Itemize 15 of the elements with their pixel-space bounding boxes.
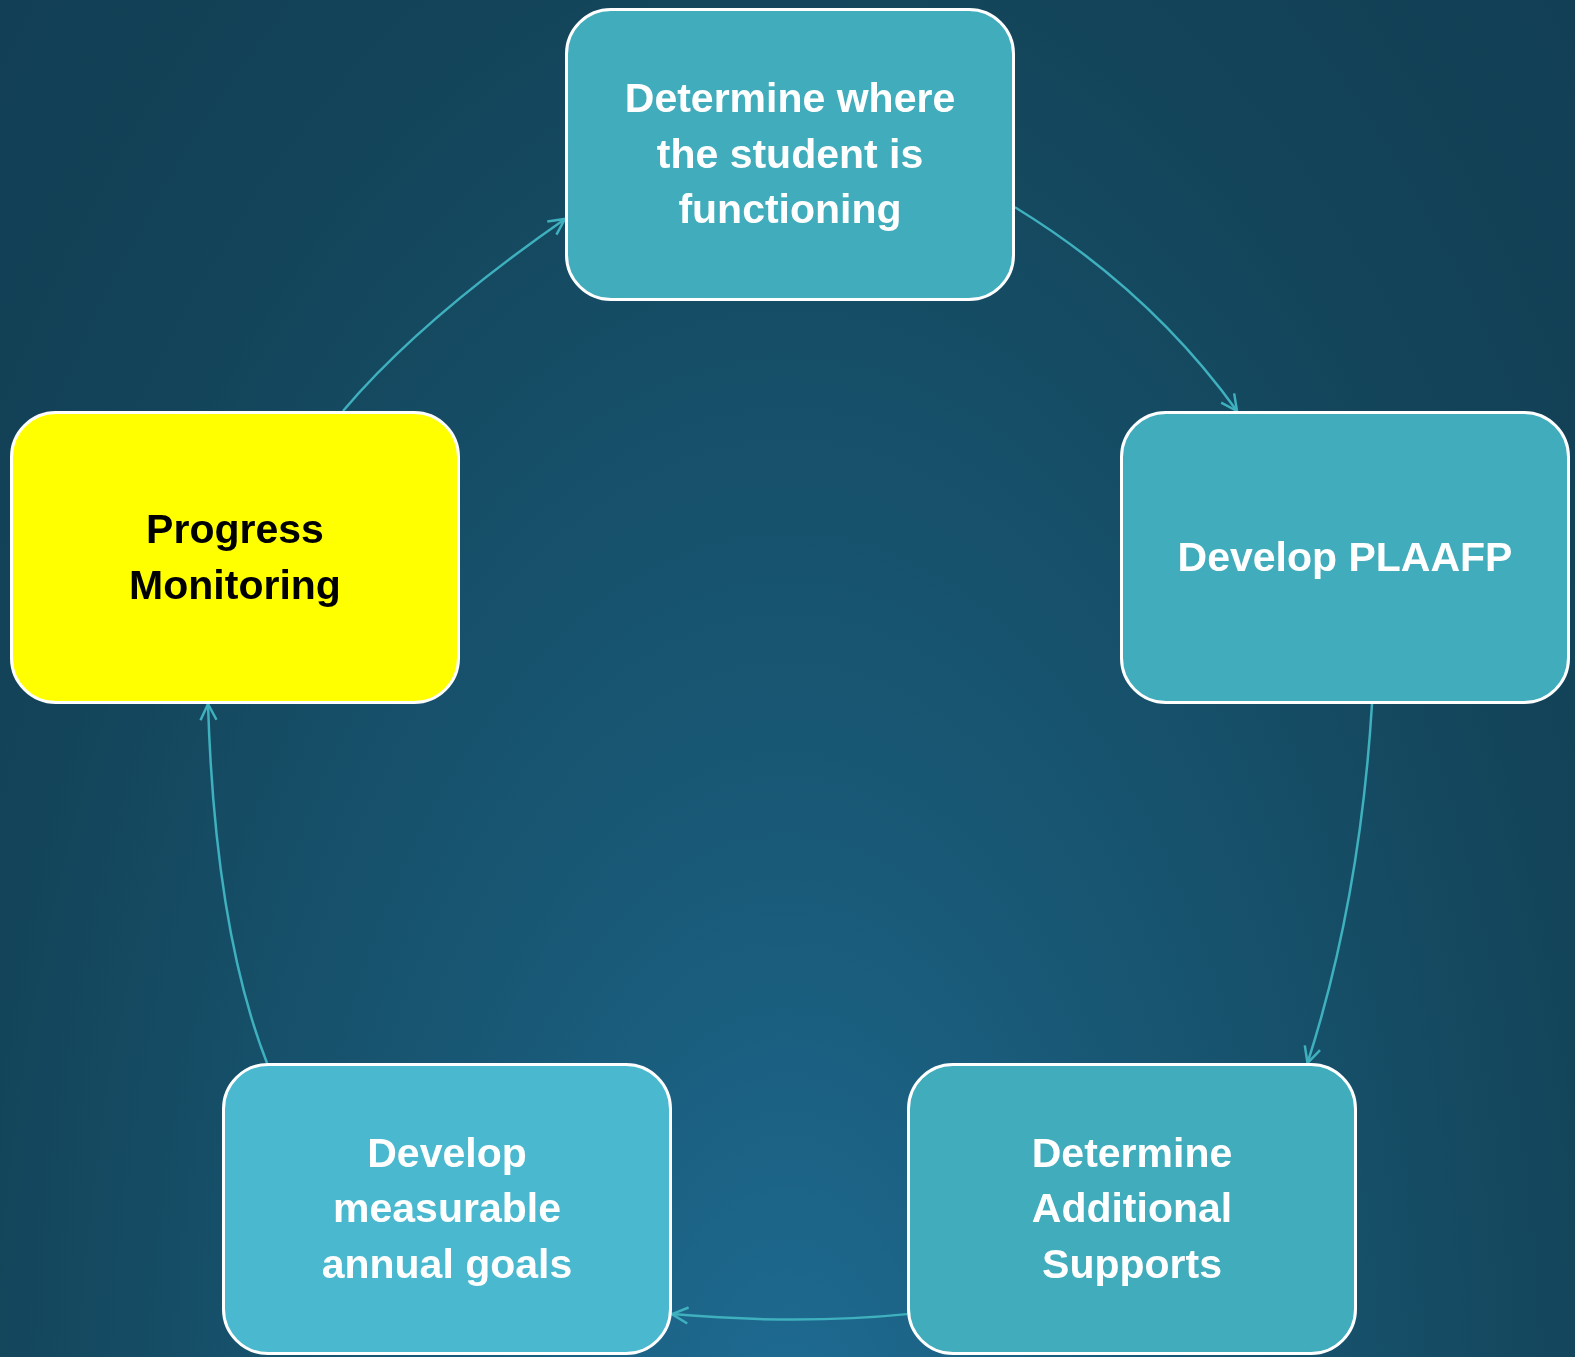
process-box — [907, 1063, 1357, 1355]
curved-arrow — [1014, 206, 1239, 413]
step-label: Determine where the student is functioning — [623, 74, 957, 235]
process-box — [10, 411, 460, 704]
step-label: Determine Additional Supports — [1030, 1129, 1234, 1289]
curved-arrow — [1303, 703, 1374, 1065]
process-box — [222, 1063, 672, 1355]
step-label: Develop measurable annual goals — [320, 1129, 574, 1289]
curved-arrow — [670, 1306, 908, 1325]
step-label: Develop PLAAFP — [1177, 532, 1513, 582]
step-label: Progress Monitoring — [128, 505, 342, 610]
process-box — [1120, 411, 1570, 704]
curved-arrow — [342, 217, 567, 412]
process-box — [565, 8, 1015, 301]
curved-arrow — [199, 702, 269, 1064]
